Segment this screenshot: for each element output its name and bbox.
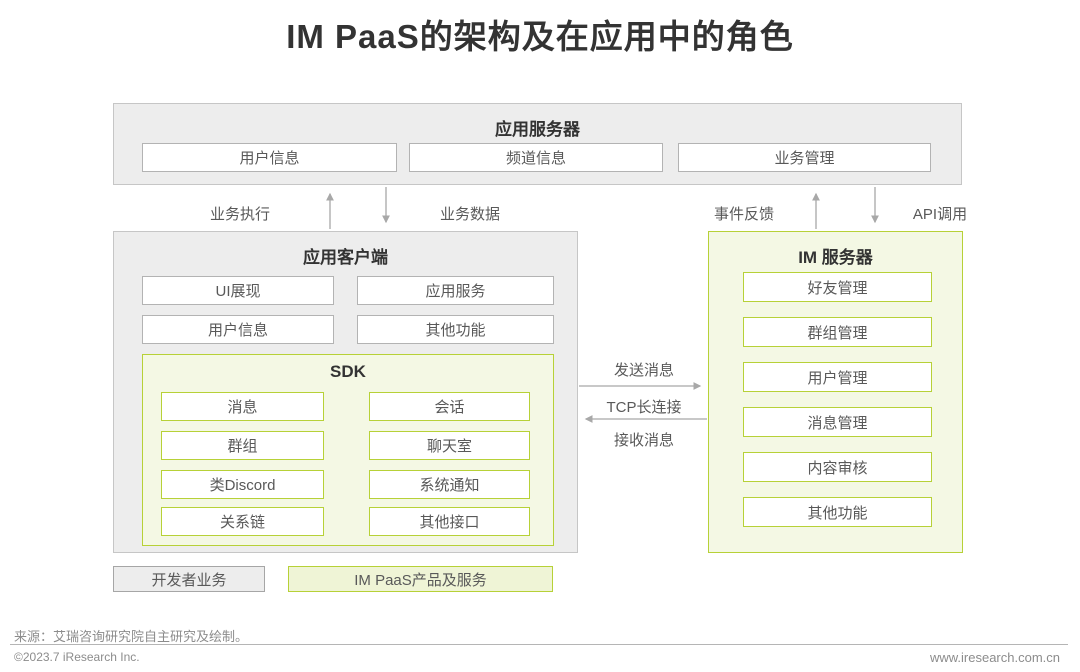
sdk-module-other-api: 其他接口 (369, 507, 530, 536)
sdk-module-system-notice: 系统通知 (369, 470, 530, 499)
sdk-module-discord-like: 类Discord (161, 470, 324, 499)
app-server-box: 应用服务器 用户信息 频道信息 业务管理 (113, 103, 962, 185)
im-server-box: IM 服务器 好友管理 群组管理 用户管理 消息管理 内容审核 其他功能 (708, 231, 963, 553)
app-server-module-channel-info: 频道信息 (409, 143, 663, 172)
sdk-module-conversation: 会话 (369, 392, 530, 421)
im-server-module-other: 其他功能 (743, 497, 932, 527)
im-server-module-group-mgmt: 群组管理 (743, 317, 932, 347)
im-server-module-user-mgmt: 用户管理 (743, 362, 932, 392)
flow-label-api-call: API调用 (912, 206, 968, 223)
app-client-module-app-service: 应用服务 (357, 276, 554, 305)
app-client-module-user-info: 用户信息 (142, 315, 334, 344)
app-client-module-other: 其他功能 (357, 315, 554, 344)
app-server-module-user-info: 用户信息 (142, 143, 397, 172)
flow-label-business-exec: 业务执行 (209, 206, 270, 223)
footer-source: 来源：艾瑞咨询研究院自主研究及绘制。 (14, 629, 249, 644)
app-client-title: 应用客户端 (303, 248, 388, 267)
sdk-module-group: 群组 (161, 431, 324, 460)
legend-im-paas: IM PaaS产品及服务 (288, 566, 553, 592)
sdk-module-chatroom: 聊天室 (369, 431, 530, 460)
footer-divider (10, 644, 1068, 645)
im-server-module-message-mgmt: 消息管理 (743, 407, 932, 437)
flow-label-send-message: 发送消息 (613, 362, 674, 379)
app-server-module-business-mgmt: 业务管理 (678, 143, 931, 172)
page-title: IM PaaS的架构及在应用中的角色 (286, 18, 794, 55)
flow-label-business-data: 业务数据 (439, 206, 500, 223)
im-server-module-friend-mgmt: 好友管理 (743, 272, 932, 302)
footer-website: www.iresearch.com.cn (929, 650, 1060, 665)
flow-label-event-feedback: 事件反馈 (713, 206, 774, 223)
footer-copyright: ©2023.7 iResearch Inc. (14, 650, 140, 664)
app-client-module-ui: UI展现 (142, 276, 334, 305)
legend-developer-business: 开发者业务 (113, 566, 265, 592)
sdk-module-relationship: 关系链 (161, 507, 324, 536)
app-server-title: 应用服务器 (495, 120, 580, 139)
sdk-box: SDK 消息 会话 群组 聊天室 类Discord 系统通知 关系链 其他接口 (142, 354, 554, 546)
im-server-module-content-review: 内容审核 (743, 452, 932, 482)
im-server-title: IM 服务器 (798, 248, 873, 267)
sdk-module-message: 消息 (161, 392, 324, 421)
flow-label-tcp-connection: TCP长连接 (606, 399, 682, 416)
sdk-title: SDK (330, 362, 366, 381)
flow-label-receive-message: 接收消息 (613, 432, 674, 449)
app-client-box: 应用客户端 UI展现 应用服务 用户信息 其他功能 SDK 消息 会话 群组 聊… (113, 231, 578, 553)
